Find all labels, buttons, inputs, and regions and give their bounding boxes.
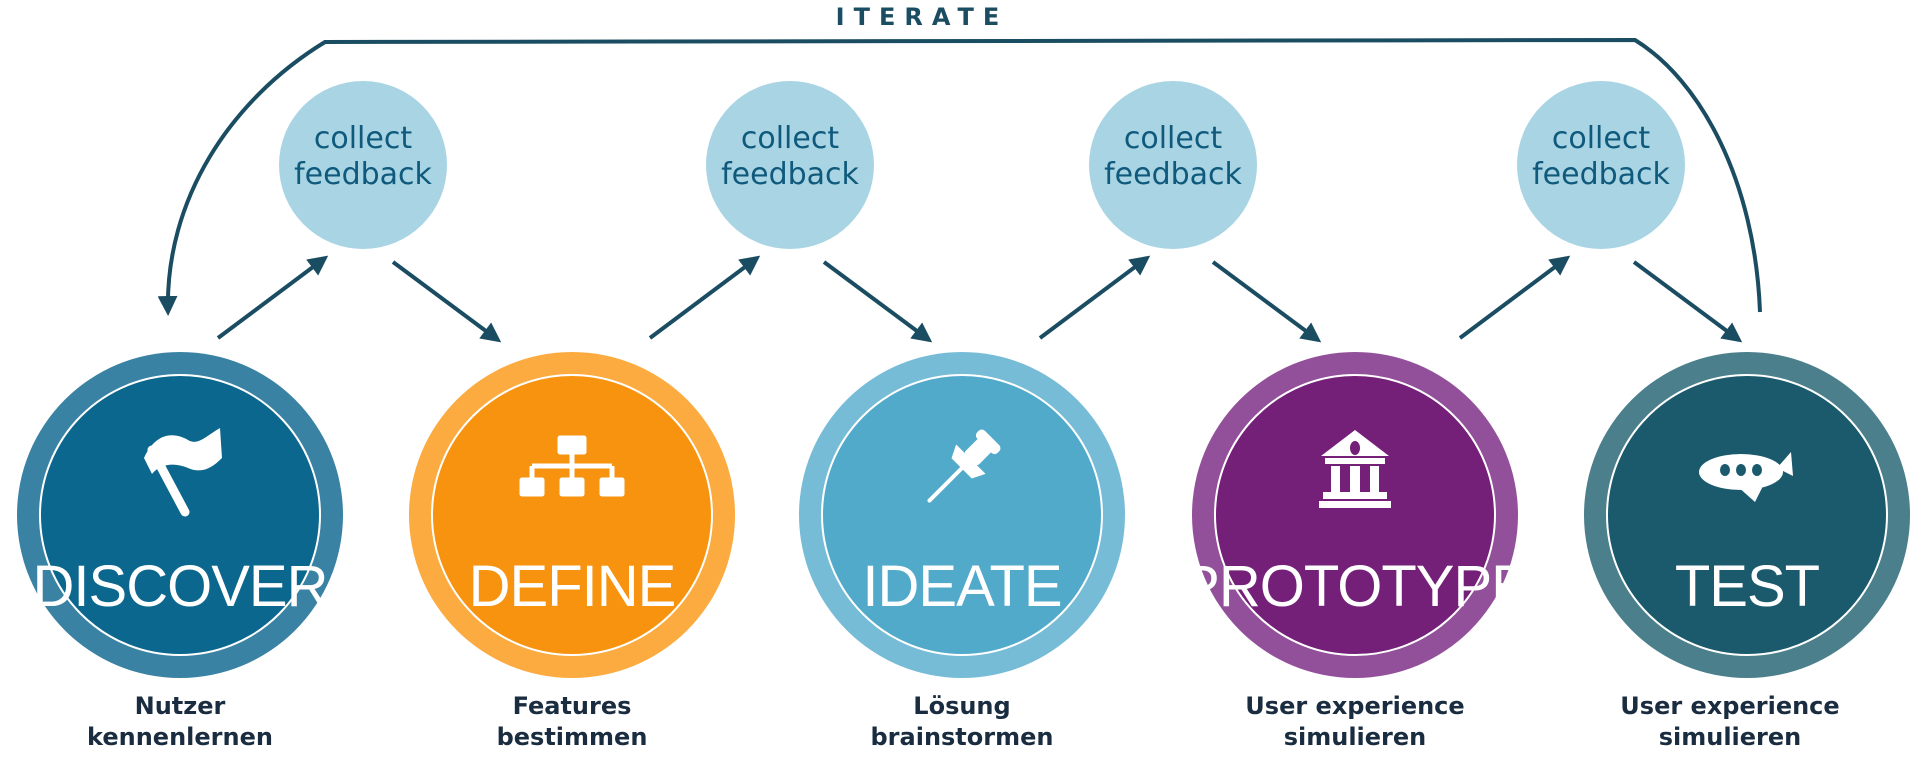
- building-icon: [1319, 430, 1391, 508]
- flow-arrow: [1038, 255, 1151, 340]
- flow-arrows: [216, 255, 1743, 343]
- flag-icon: [144, 428, 222, 517]
- feedback-line2: feedback: [721, 157, 859, 192]
- flow-arrow: [216, 255, 329, 340]
- feedback-line2: feedback: [1104, 157, 1242, 192]
- stage-title: DISCOVER: [33, 554, 328, 619]
- stage-define: DEFINE: [409, 352, 735, 678]
- stage-prototype: PROTOTYPE: [1181, 352, 1530, 678]
- iterate-label: ITERATE: [836, 3, 1009, 31]
- iterate-loop-arrow: [157, 37, 1762, 316]
- stage-title: TEST: [1675, 554, 1820, 619]
- stage-caption: Lösung brainstormen: [812, 691, 1112, 753]
- stage-title: PROTOTYPE: [1181, 554, 1529, 619]
- stage-caption: User experience simulieren: [1580, 691, 1880, 753]
- iterate-loop: ITERATE: [157, 0, 1762, 316]
- flow-arrow: [391, 260, 502, 343]
- feedback-node: collect feedback: [1089, 81, 1257, 249]
- stage-test: TEST: [1584, 352, 1910, 678]
- feedback-node: collect feedback: [279, 81, 447, 249]
- flow-arrow: [1458, 255, 1571, 340]
- feedback-node: collect feedback: [1517, 81, 1685, 249]
- caption-line1: Nutzer: [134, 692, 226, 720]
- caption-line2: bestimmen: [496, 723, 648, 751]
- feedback-line2: feedback: [294, 157, 432, 192]
- flow-arrow: [822, 260, 933, 343]
- flow-arrow: [1632, 260, 1743, 343]
- stage-discover: DISCOVER: [17, 352, 343, 678]
- flow-arrow: [648, 255, 761, 340]
- caption-line2: kennenlernen: [87, 723, 273, 751]
- feedback-line1: collect: [314, 121, 412, 156]
- hierarchy-icon: [519, 435, 625, 497]
- caption-line1: User experience: [1620, 692, 1840, 720]
- stage-title: IDEATE: [862, 554, 1061, 619]
- pushpin-icon: [927, 429, 1001, 503]
- feedback-line2: feedback: [1532, 157, 1670, 192]
- stage-caption: User experience simulieren: [1205, 691, 1505, 753]
- caption-line1: User experience: [1245, 692, 1465, 720]
- caption-line1: Lösung: [913, 692, 1011, 720]
- stage-title: DEFINE: [469, 554, 676, 619]
- caption-line2: brainstormen: [870, 723, 1054, 751]
- feedback-line1: collect: [1124, 121, 1222, 156]
- caption-line2: simulieren: [1283, 723, 1427, 751]
- feedback-line1: collect: [741, 121, 839, 156]
- feedback-line1: collect: [1552, 121, 1650, 156]
- flow-arrow: [1211, 260, 1322, 343]
- stage-ideate: IDEATE: [799, 352, 1125, 678]
- feedback-node: collect feedback: [706, 81, 874, 249]
- caption-line1: Features: [512, 692, 632, 720]
- stage-caption: Features bestimmen: [422, 691, 722, 753]
- caption-line2: simulieren: [1658, 723, 1802, 751]
- stage-caption: Nutzer kennenlernen: [30, 691, 330, 753]
- airplane-icon: [1699, 452, 1793, 502]
